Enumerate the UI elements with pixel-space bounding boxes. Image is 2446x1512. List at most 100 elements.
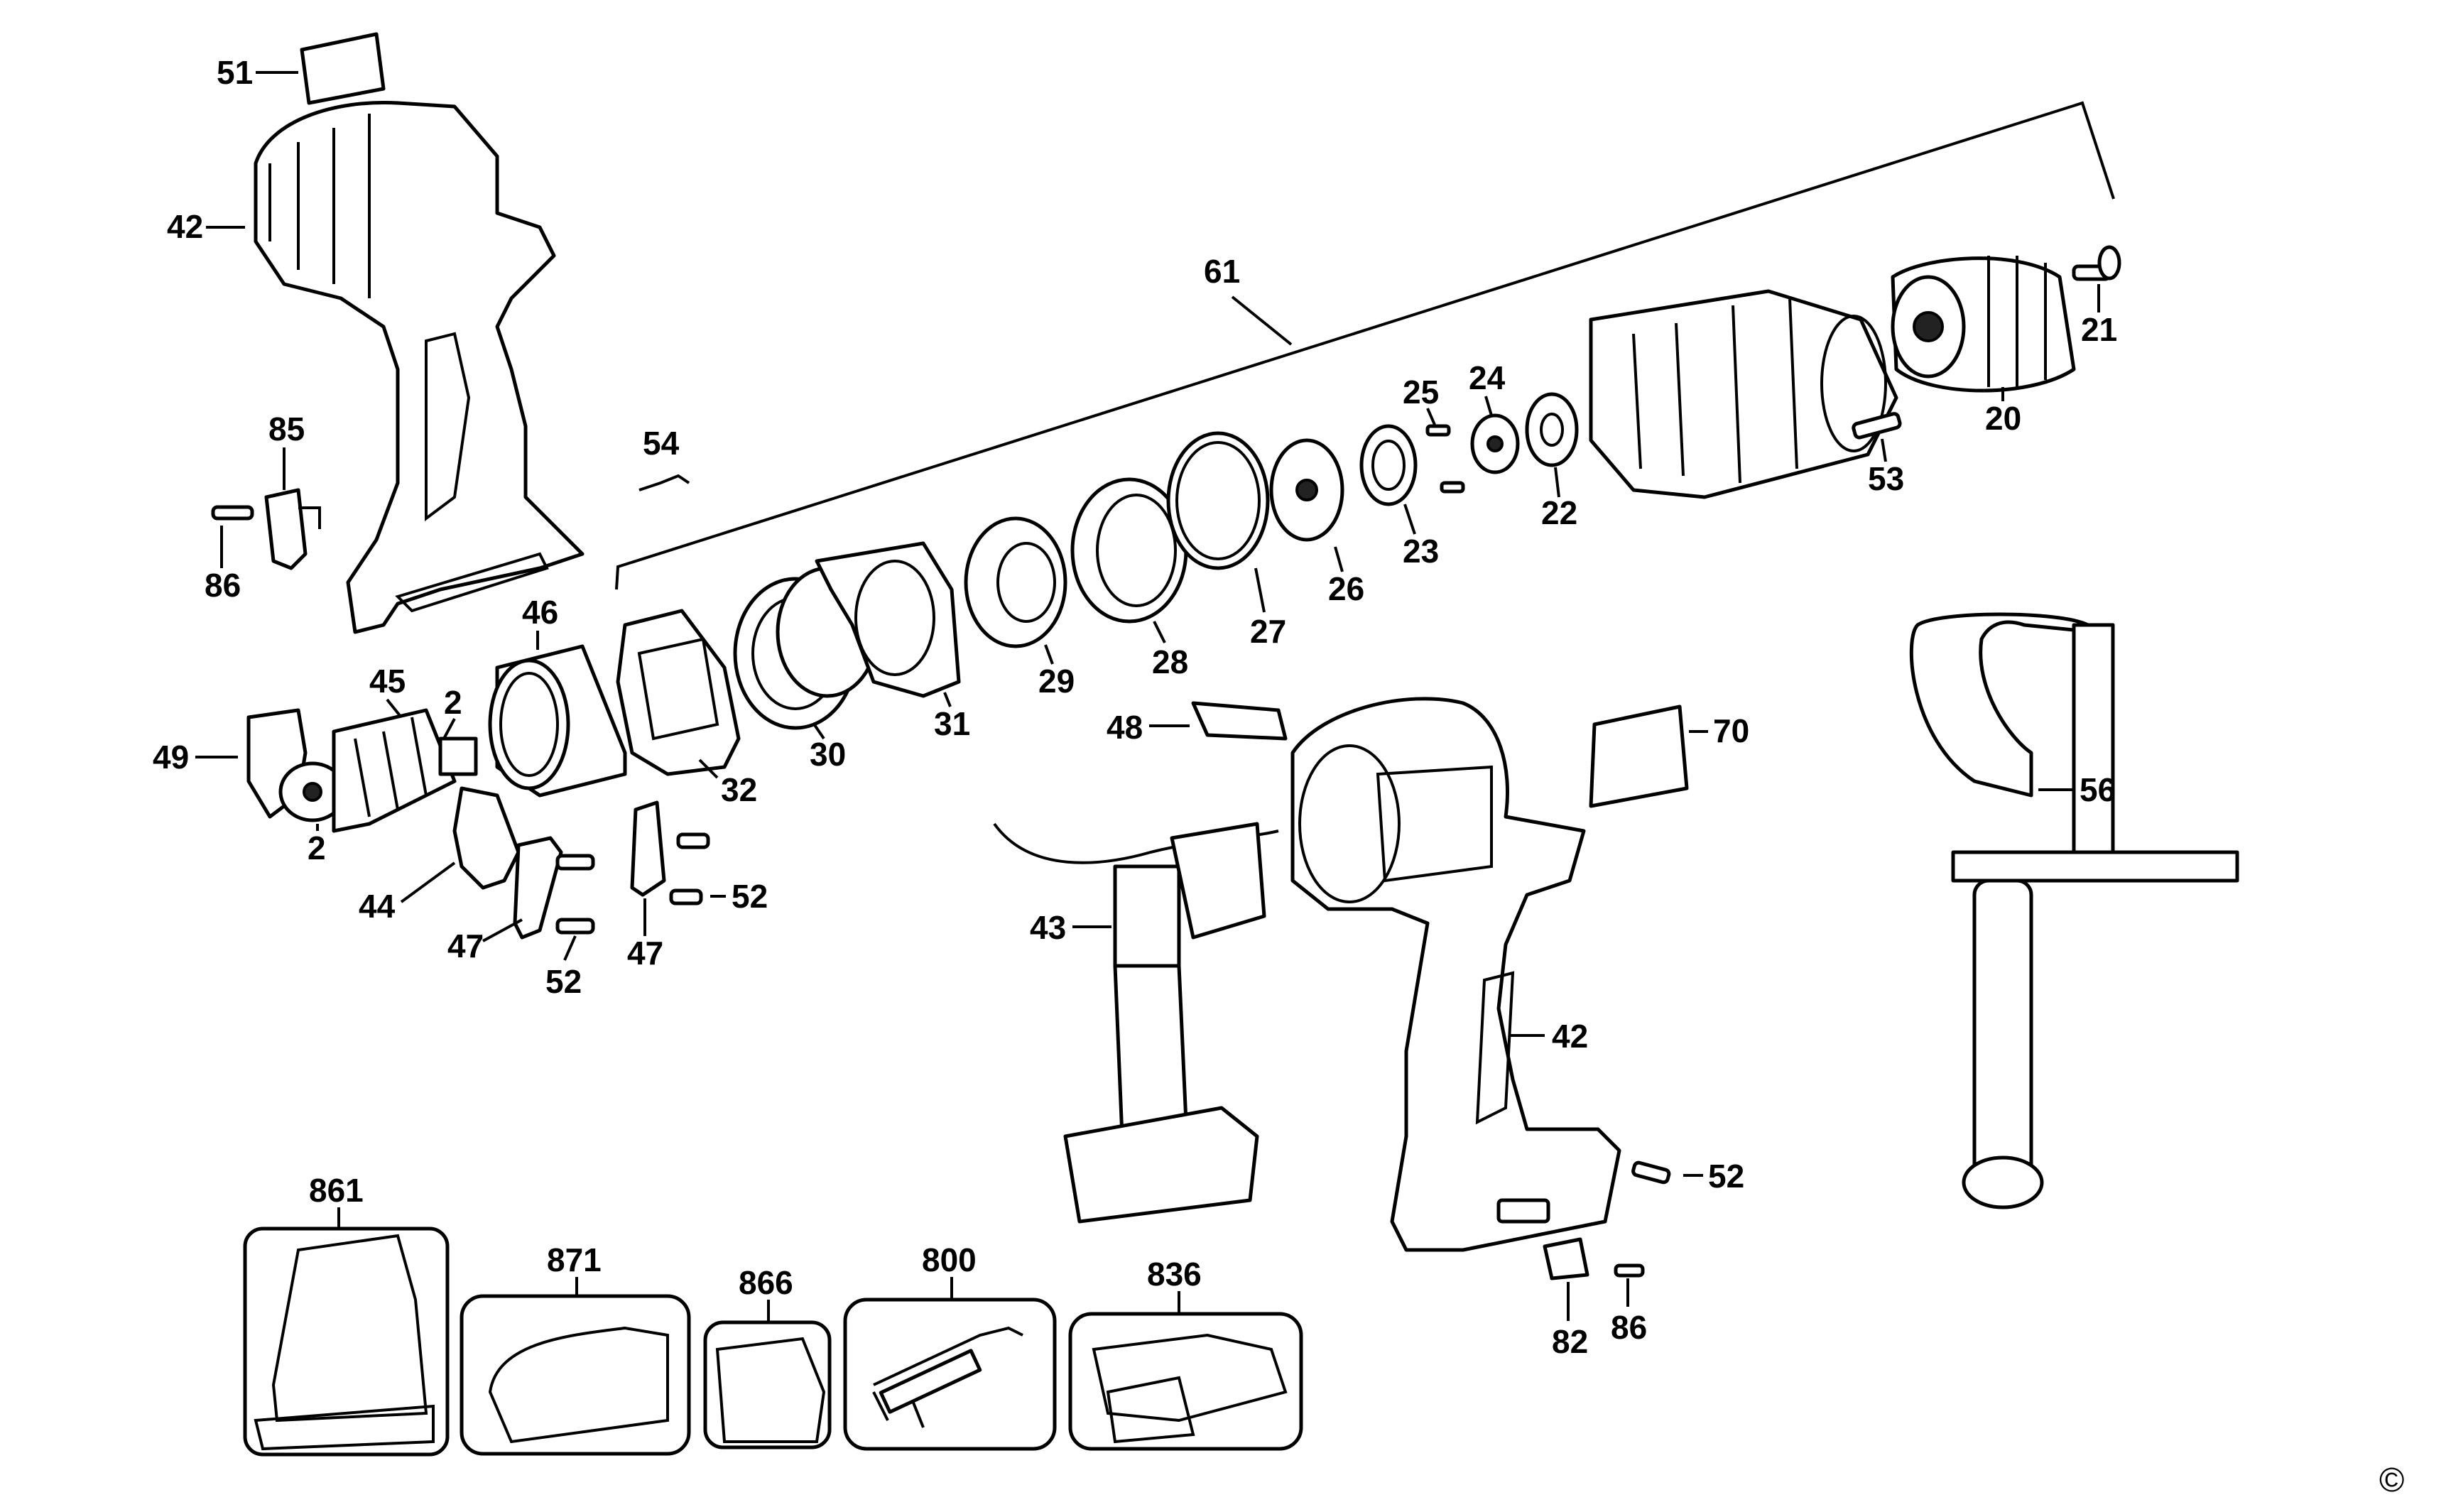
callout-44: 44 (359, 888, 396, 925)
callout-800: 800 (922, 1241, 977, 1278)
leader-32 (698, 758, 719, 779)
gear-plate-32 (616, 609, 741, 776)
callout-52-mid: 52 (732, 878, 768, 915)
callout-25: 25 (1403, 374, 1439, 410)
screw-52-b (555, 918, 595, 935)
callout-47-left: 47 (447, 928, 484, 964)
toolbox-836 (1068, 1312, 1303, 1451)
leader-31 (943, 692, 952, 707)
leader-22 (1554, 467, 1560, 498)
leader-52-left (563, 935, 577, 961)
callout-56: 56 (2080, 771, 2116, 808)
callout-70: 70 (1713, 712, 1749, 749)
callout-82: 82 (1552, 1323, 1588, 1360)
callout-871: 871 (547, 1241, 602, 1278)
leader-44 (400, 861, 456, 903)
callout-22: 22 (1541, 494, 1577, 531)
callout-861: 861 (309, 1172, 364, 1209)
callout-26: 26 (1328, 570, 1364, 607)
leader-24 (1484, 396, 1493, 416)
leader-27 (1254, 567, 1266, 613)
callout-43: 43 (1030, 909, 1066, 946)
washer-22 (1525, 392, 1579, 467)
callout-23: 23 (1403, 533, 1439, 570)
callout-52-right: 52 (1708, 1158, 1744, 1195)
clip-82 (1543, 1237, 1589, 1280)
callout-20: 20 (1985, 400, 2021, 437)
screw-86-right (1614, 1263, 1645, 1278)
leader-29 (1044, 644, 1054, 665)
leader-28 (1153, 621, 1166, 643)
magnet-can-46 (488, 644, 627, 798)
screw-52-c (676, 832, 710, 849)
gear-assembly-30 (733, 566, 879, 730)
callout-46: 46 (522, 594, 558, 631)
armature-45 (278, 708, 478, 833)
case-861 (243, 1227, 450, 1457)
link-47-left (513, 836, 563, 940)
callout-45: 45 (369, 663, 406, 700)
callout-86-right: 86 (1611, 1309, 1647, 1346)
chuck-20 (1891, 256, 2076, 393)
callout-27: 27 (1250, 613, 1286, 650)
callout-31: 31 (934, 705, 970, 742)
brush-plate-44 (452, 786, 521, 890)
switch-48 (1191, 701, 1288, 741)
screw-53 (1852, 412, 1902, 440)
charger-871 (460, 1294, 691, 1456)
callout-54: 54 (643, 425, 680, 462)
callout-48: 48 (1107, 709, 1143, 746)
callout-29: 29 (1038, 663, 1075, 700)
callout-61: 61 (1204, 253, 1240, 290)
leader-2-top (442, 718, 456, 739)
leader-47-left (482, 918, 523, 942)
callout-21: 21 (2081, 311, 2117, 348)
screw-21 (2072, 245, 2121, 281)
leader-25 (1426, 408, 1436, 425)
o-ring-27 (1166, 431, 1270, 570)
callout-866: 866 (739, 1264, 793, 1301)
screw-52-right (1631, 1160, 1671, 1185)
pins-25 (1425, 424, 1451, 437)
label-70 (1589, 705, 1689, 808)
battery-866 (703, 1320, 832, 1450)
leader-45 (386, 698, 403, 719)
callout-42-bottom: 42 (1552, 1018, 1588, 1055)
callout-28: 28 (1152, 643, 1188, 680)
ring-gear-28 (1070, 477, 1188, 624)
clip-85 (264, 488, 308, 570)
leader-26 (1334, 546, 1344, 572)
callout-53: 53 (1868, 460, 1904, 497)
ring-23 (1359, 424, 1418, 506)
leader-53 (1881, 438, 1887, 462)
screw-52-d (669, 888, 703, 905)
copyright-symbol: © (2379, 1462, 2404, 1499)
callout-2-bottom: 2 (308, 830, 326, 866)
leader-61 (1231, 295, 1293, 346)
callout-47-right: 47 (627, 935, 663, 972)
screw-86-left (211, 505, 254, 521)
gear-case (1589, 289, 1898, 499)
side-handle-56 (1909, 612, 2239, 1209)
callout-24: 24 (1469, 359, 1506, 396)
label-51 (300, 32, 386, 105)
housing-half-right (1290, 697, 1621, 1252)
callout-42-top: 42 (167, 208, 203, 245)
callout-86-left: 86 (205, 567, 241, 604)
callout-2-top: 2 (444, 684, 462, 721)
assembly-61-bracket (615, 101, 2115, 590)
ring-gear-29 (964, 516, 1067, 648)
callout-52-left: 52 (545, 963, 582, 1000)
carrier-26 (1269, 438, 1344, 542)
caulk-gun-800 (843, 1298, 1057, 1451)
switch-assembly-43 (993, 822, 1279, 1224)
callout-85: 85 (268, 410, 305, 447)
leader-23 (1403, 504, 1416, 535)
callout-32: 32 (721, 771, 757, 808)
callout-49: 49 (153, 739, 189, 776)
spindle-lock-24 (1470, 413, 1520, 474)
screw-52-a (555, 854, 595, 871)
callout-30: 30 (810, 736, 846, 773)
housing-half-left (254, 100, 585, 634)
